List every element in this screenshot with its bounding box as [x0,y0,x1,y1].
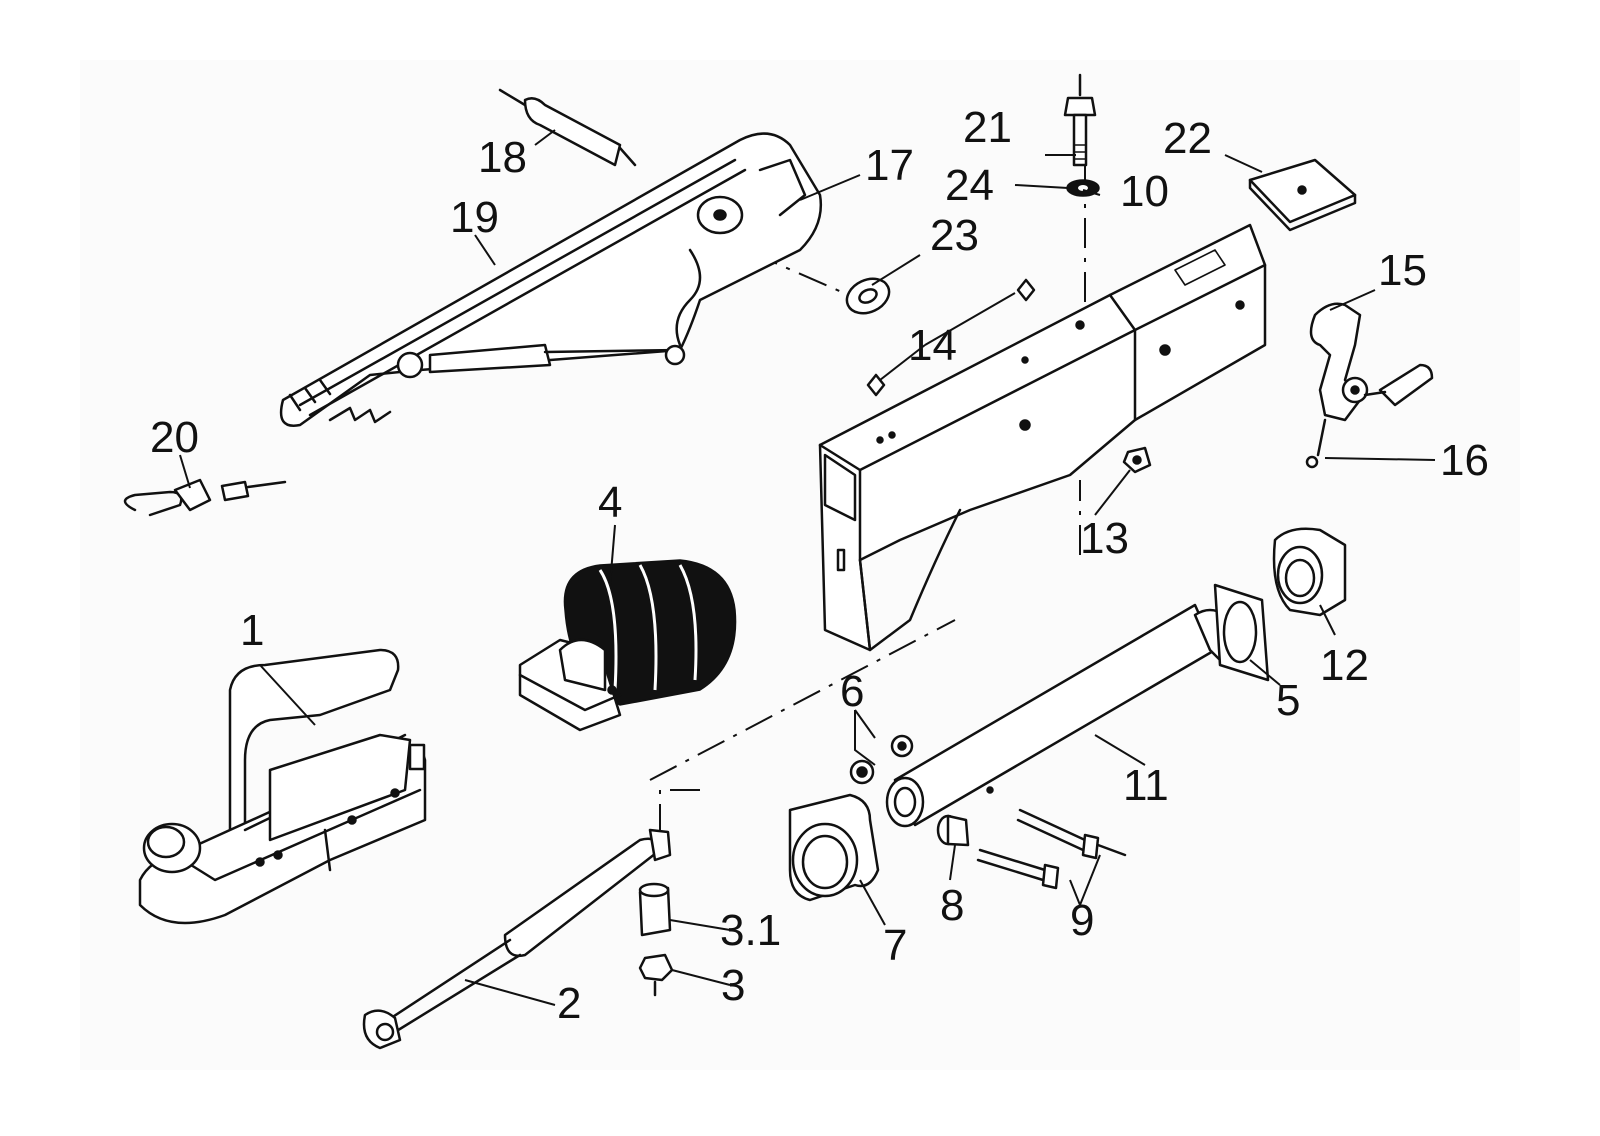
part-15-overrun-lever [1309,302,1434,422]
label-part-9: 9 [1070,896,1094,945]
label-part-13: 13 [1080,514,1129,563]
part-23-washer [845,277,891,315]
label-part-3: 3 [721,961,745,1010]
label-part-20: 20 [150,413,199,462]
leader-lines [179,129,1436,1006]
label-part-17: 17 [865,141,914,190]
part-21-bolt [1063,73,1097,167]
label-part-10: 10 [1120,167,1169,216]
label-part-16: 16 [1440,436,1489,485]
part-10-drawbar-housing [818,223,1267,652]
part-8-bushing [936,814,970,847]
label-part-24: 24 [945,161,994,210]
part-22-square-plate [1248,158,1357,232]
part-18-pin [498,88,637,167]
part-19-handbrake-lever [279,132,823,427]
label-part-1: 1 [240,606,264,655]
label-part-3-1: 3.1 [720,906,781,955]
label-part-14: 14 [908,321,957,370]
part-labels: 1 2 3 3.1 4 5 6 7 8 9 10 11 12 13 14 15 … [150,103,1489,1028]
part-9-bolts [976,786,1127,890]
part-16-small-pin [1305,418,1327,469]
part-13-nut [1122,446,1152,474]
label-part-23: 23 [930,211,979,260]
part-12-rubber-bush [1272,527,1347,617]
label-part-21: 21 [963,103,1012,152]
part-6-bolts [849,734,914,785]
part-4-bellows [518,559,737,732]
part-5-flange-plate [1213,583,1270,682]
label-part-11: 11 [1123,761,1169,810]
label-part-2: 2 [557,979,581,1028]
label-part-12: 12 [1320,641,1369,690]
label-part-4: 4 [598,478,622,527]
part-3-1-spacer-sleeve [638,882,672,937]
part-7-rubber-bush [788,793,880,902]
part-2-shock-absorber [362,828,672,1050]
label-part-22: 22 [1163,114,1212,163]
label-part-8: 8 [940,881,964,930]
label-part-18: 18 [478,133,527,182]
label-part-15: 15 [1378,246,1427,295]
part-20-spring-clip [123,478,287,517]
label-part-7: 7 [883,921,907,970]
label-part-5: 5 [1276,676,1300,725]
part-3-nut [638,953,674,997]
label-part-19: 19 [450,193,499,242]
label-part-6: 6 [840,667,864,716]
part-1-coupling-head [138,648,427,925]
